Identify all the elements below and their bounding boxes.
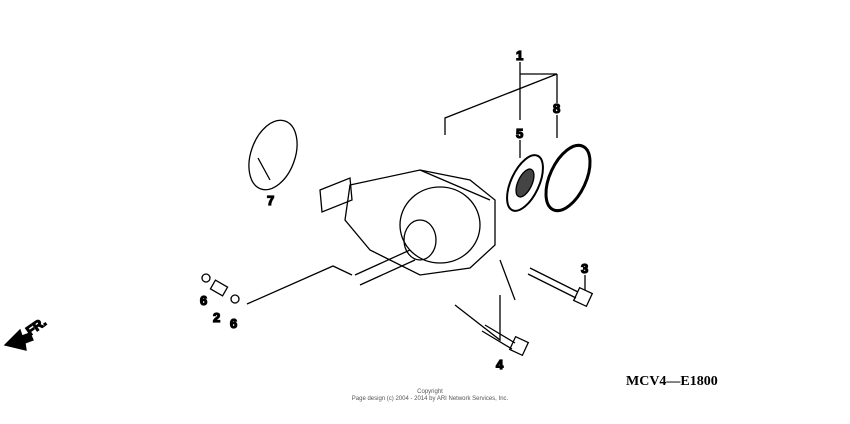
diagram-code: MCV4—E1800 bbox=[626, 374, 718, 389]
bearing-part-5[interactable] bbox=[500, 150, 551, 216]
copyright-notice: Copyright Page design (c) 2004 - 2014 by… bbox=[320, 389, 540, 403]
fitting-part-2[interactable] bbox=[209, 279, 229, 297]
leader-lines bbox=[246, 62, 586, 342]
front-direction-arrow bbox=[3, 328, 34, 351]
callout-6b[interactable]: 6 bbox=[229, 315, 238, 331]
callout-3[interactable]: 3 bbox=[580, 260, 589, 276]
circlip-part-8[interactable] bbox=[537, 139, 599, 218]
callout-5[interactable]: 5 bbox=[515, 125, 524, 141]
callout-7[interactable]: 7 bbox=[266, 192, 275, 208]
bolt-part-3[interactable] bbox=[527, 267, 594, 308]
callout-1[interactable]: 1 bbox=[515, 47, 524, 63]
copyright-line-1: Copyright bbox=[417, 389, 443, 395]
washer-part-6[interactable] bbox=[201, 273, 211, 283]
o-ring-part-7[interactable] bbox=[240, 114, 306, 197]
final-drive-housing[interactable] bbox=[319, 169, 496, 286]
copyright-line-2: Page design (c) 2004 - 2014 by ARI Netwo… bbox=[351, 396, 509, 402]
callout-6[interactable]: 6 bbox=[199, 292, 208, 308]
callout-4[interactable]: 4 bbox=[495, 356, 504, 372]
callout-8[interactable]: 8 bbox=[552, 100, 561, 116]
washer-part-6b[interactable] bbox=[230, 294, 240, 304]
bolt-part-4[interactable] bbox=[481, 324, 530, 357]
callout-2[interactable]: 2 bbox=[212, 309, 221, 325]
